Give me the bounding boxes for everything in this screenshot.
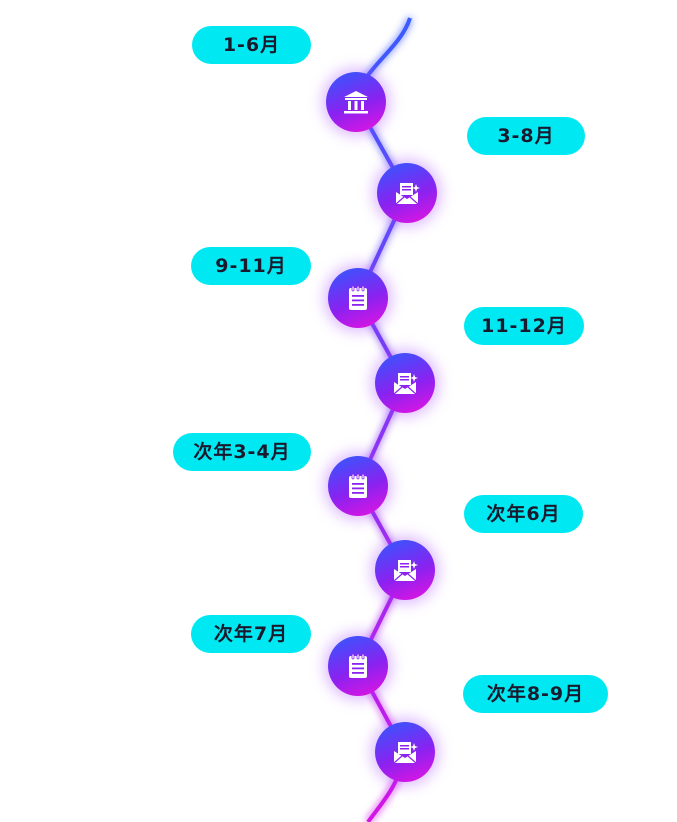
envelope-letter-icon [393, 560, 418, 582]
envelope-letter-icon [393, 742, 418, 764]
milestone-node-7 [328, 636, 388, 696]
envelope-letter-icon [393, 373, 418, 395]
milestone-pill-2: 3-8月 [467, 117, 585, 155]
milestone-node-1 [326, 72, 386, 132]
notepad-icon [349, 285, 367, 310]
milestone-node-5 [328, 456, 388, 516]
milestone-node-4 [375, 353, 435, 413]
milestone-pill-4: 11-12月 [464, 307, 584, 345]
milestone-pill-3: 9-11月 [191, 247, 311, 285]
milestone-node-3 [328, 268, 388, 328]
notepad-icon [349, 473, 367, 498]
milestone-pill-1: 1-6月 [192, 26, 311, 64]
milestone-node-8 [375, 722, 435, 782]
milestone-pill-5: 次年3-4月 [173, 433, 311, 471]
milestone-node-6 [375, 540, 435, 600]
milestone-node-2 [377, 163, 437, 223]
notepad-icon [349, 653, 367, 678]
milestone-pill-7: 次年7月 [191, 615, 311, 653]
milestone-pill-8: 次年8-9月 [463, 675, 608, 713]
bank-icon [344, 91, 368, 114]
envelope-letter-icon [395, 183, 420, 205]
milestone-pill-6: 次年6月 [464, 495, 583, 533]
